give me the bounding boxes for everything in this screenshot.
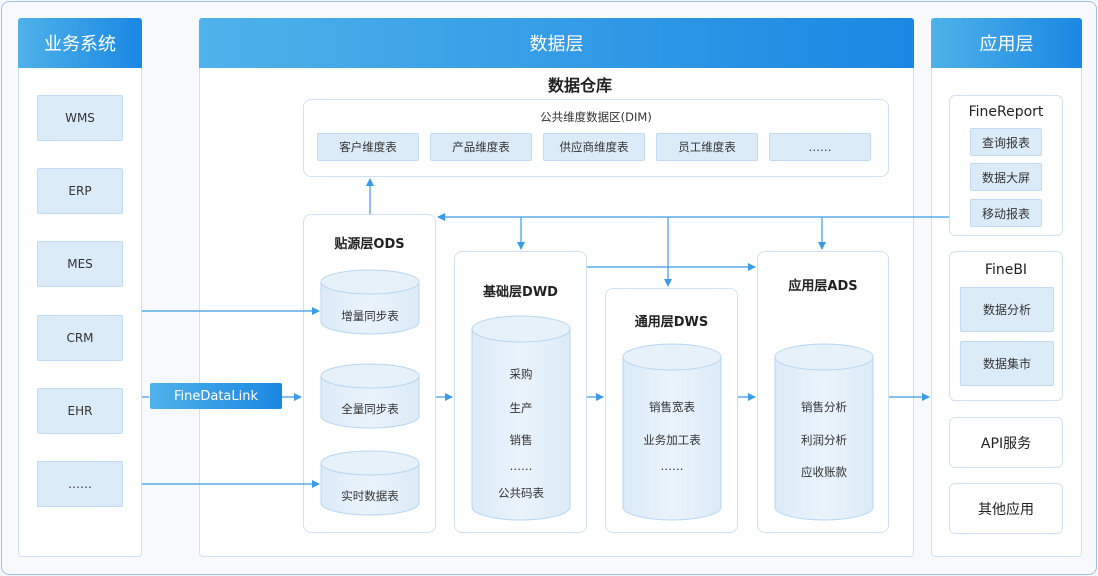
dws-item: 销售宽表 xyxy=(649,400,695,414)
dwd-title: 基础层DWD xyxy=(483,285,558,300)
app-layer-header: 应用层 xyxy=(931,18,1082,68)
dim-item-more[interactable]: …… xyxy=(769,133,871,161)
app-layer-title: 应用层 xyxy=(979,34,1034,55)
dim-item-product[interactable]: 产品维度表 xyxy=(430,133,532,161)
dwd-item: 生产 xyxy=(509,401,533,415)
dim-item-supplier[interactable]: 供应商维度表 xyxy=(543,133,645,161)
dws-cylinder[interactable] xyxy=(622,343,722,521)
system-item-more[interactable]: …… xyxy=(37,461,123,507)
api-service-label: API服务 xyxy=(980,435,1032,452)
system-item-mes[interactable]: MES xyxy=(37,241,123,287)
ods-table-incremental: 增量同步表 xyxy=(341,309,399,323)
finereport-title: FineReport xyxy=(968,104,1044,120)
system-item-wms[interactable]: WMS xyxy=(37,95,123,141)
ads-item: 销售分析 xyxy=(801,400,847,414)
finedatalink-label: FineDataLink xyxy=(173,388,259,404)
dim-item-customer[interactable]: 客户维度表 xyxy=(317,133,419,161)
ods-cylinder-full[interactable] xyxy=(320,363,420,429)
ads-cylinder[interactable] xyxy=(774,343,874,521)
ads-item: 利润分析 xyxy=(801,433,847,447)
system-label: …… xyxy=(68,477,92,491)
business-systems-title: 业务系统 xyxy=(44,34,116,55)
finereport-data-screen[interactable]: 数据大屏 xyxy=(970,163,1042,191)
dwd-item: 销售 xyxy=(509,433,533,447)
dim-item-label: 客户维度表 xyxy=(339,140,397,154)
system-item-ehr[interactable]: EHR xyxy=(37,388,123,434)
app-item-label: 移动报表 xyxy=(981,206,1030,221)
dwd-item: 公共码表 xyxy=(498,486,544,500)
ods-title: 贴源层ODS xyxy=(334,237,405,252)
system-item-crm[interactable]: CRM xyxy=(37,315,123,361)
dim-item-employee[interactable]: 员工维度表 xyxy=(656,133,758,161)
finebi-title: FineBI xyxy=(984,262,1028,278)
app-item-label: 数据集市 xyxy=(982,357,1031,371)
app-item-label: 数据分析 xyxy=(982,303,1031,317)
ods-table-realtime: 实时数据表 xyxy=(341,489,399,503)
dim-item-label: 员工维度表 xyxy=(678,140,736,154)
ods-cylinder-incremental[interactable] xyxy=(320,269,420,335)
system-label: ERP xyxy=(68,184,92,198)
dim-title: 公共维度数据区(DIM) xyxy=(540,110,652,124)
ods-cylinder-realtime[interactable] xyxy=(320,450,420,516)
dim-item-label: 产品维度表 xyxy=(452,140,510,154)
system-label: EHR xyxy=(67,404,93,418)
system-label: CRM xyxy=(66,331,94,345)
ods-table-full: 全量同步表 xyxy=(341,402,399,416)
finereport-mobile-report[interactable]: 移动报表 xyxy=(970,199,1042,227)
dws-item: 业务加工表 xyxy=(643,433,701,447)
finebi-data-analysis[interactable]: 数据分析 xyxy=(960,287,1054,332)
ads-title: 应用层ADS xyxy=(788,279,858,294)
api-service-box[interactable]: API服务 xyxy=(949,417,1063,468)
dwd-item: 采购 xyxy=(509,367,533,381)
dim-item-label: 供应商维度表 xyxy=(559,140,629,154)
dwd-item: …… xyxy=(509,459,533,473)
other-apps-box[interactable]: 其他应用 xyxy=(949,483,1063,534)
dwd-cylinder[interactable] xyxy=(471,315,571,521)
app-item-label: 数据大屏 xyxy=(981,170,1030,185)
data-layer-header: 数据层 xyxy=(199,18,914,68)
finereport-query-report[interactable]: 查询报表 xyxy=(970,128,1042,156)
system-item-erp[interactable]: ERP xyxy=(37,168,123,214)
system-label: WMS xyxy=(65,111,95,125)
warehouse-title: 数据仓库 xyxy=(547,76,612,95)
finedatalink-button[interactable]: FineDataLink xyxy=(150,383,282,409)
other-apps-label: 其他应用 xyxy=(978,501,1034,518)
finebi-data-mart[interactable]: 数据集市 xyxy=(960,341,1054,386)
data-layer-title: 数据层 xyxy=(529,34,584,55)
dws-title: 通用层DWS xyxy=(634,315,709,330)
business-systems-header: 业务系统 xyxy=(18,18,142,68)
dws-item: …… xyxy=(660,459,684,473)
system-label: MES xyxy=(67,257,93,271)
app-item-label: 查询报表 xyxy=(981,135,1030,150)
ads-item: 应收账款 xyxy=(801,465,847,479)
dim-item-label: …… xyxy=(808,140,832,154)
